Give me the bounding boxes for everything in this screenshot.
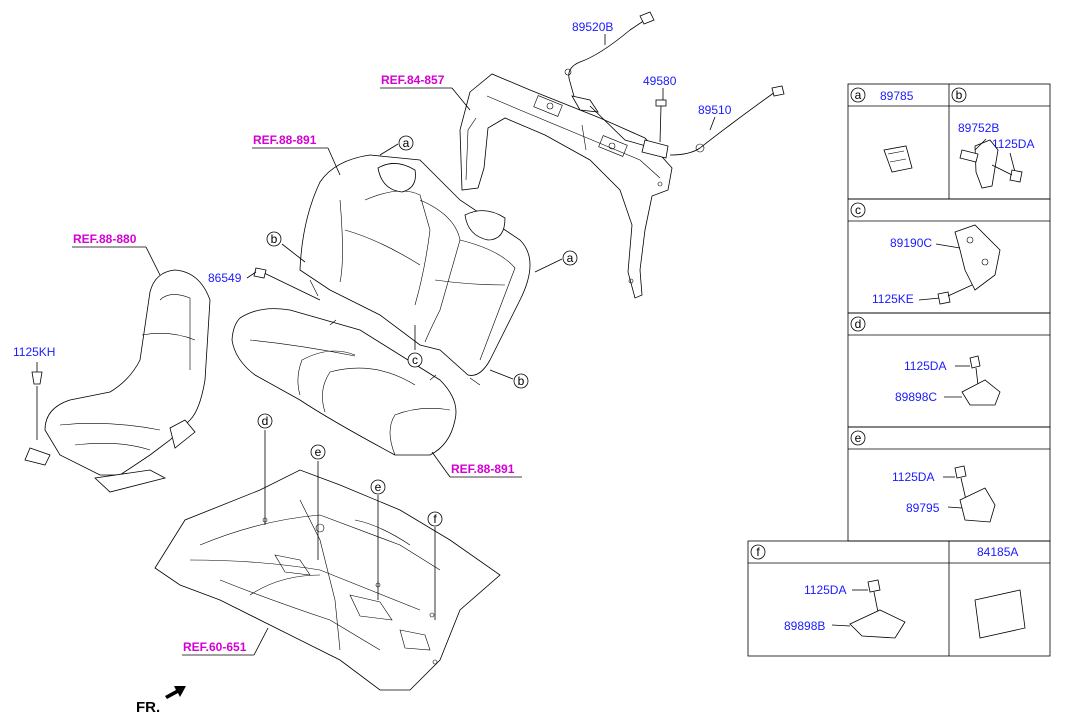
cell-g-pad <box>974 589 1026 639</box>
svg-text:f: f <box>756 545 760 559</box>
rear-seat-cushion <box>231 308 457 456</box>
label-89510: 89510 <box>698 103 732 117</box>
table-c-part1: 89190C <box>890 236 932 250</box>
cell-f-bracket <box>831 579 906 639</box>
svg-text:d: d <box>262 414 269 428</box>
table-letter-f: f <box>750 544 766 560</box>
table-d-part2: 89898C <box>895 390 937 404</box>
cell-d-bracket <box>944 355 1001 406</box>
table-letter-b: b <box>951 87 967 103</box>
svg-text:b: b <box>518 374 525 388</box>
ref-rear-cushion: REF.88-891 <box>451 462 515 476</box>
callout-b-left: b <box>266 231 282 247</box>
label-1125kh: 1125KH <box>13 345 55 359</box>
svg-text:b: b <box>271 232 278 246</box>
svg-text:f: f <box>433 512 437 526</box>
svg-text:e: e <box>315 445 322 459</box>
svg-text:e: e <box>375 480 382 494</box>
ref-floor: REF.60-651 <box>183 640 247 654</box>
table-f-part1: 1125DA <box>804 583 846 597</box>
svg-text:d: d <box>855 317 862 331</box>
table-b-part2: 1125DA <box>992 137 1034 151</box>
table-letter-a: a <box>850 87 866 103</box>
svg-text:c: c <box>412 353 418 367</box>
rear-seat-back <box>299 154 531 386</box>
callout-d: d <box>257 413 273 429</box>
ref-rear-back: REF.88-891 <box>253 133 317 147</box>
callout-e-right: e <box>370 479 386 495</box>
callout-a-back: a <box>398 135 414 151</box>
clip-49580 <box>655 99 667 143</box>
svg-text:FR.: FR. <box>136 699 160 716</box>
label-86549: 86549 <box>208 271 242 285</box>
callout-f: f <box>427 511 443 527</box>
svg-text:e: e <box>855 431 862 445</box>
svg-text:a: a <box>403 136 410 150</box>
ref-rear-panel: REF.84-857 <box>381 73 445 87</box>
table-letter-e: e <box>850 430 866 446</box>
table-letter-d: d <box>850 316 866 332</box>
svg-text:b: b <box>956 88 963 102</box>
floor-panel <box>154 469 501 691</box>
callout-b-right: b <box>513 373 529 389</box>
cell-a-clip <box>883 145 913 173</box>
table-e-part2: 89795 <box>906 501 940 515</box>
table-letter-c: c <box>850 202 866 218</box>
cell-c-bracket <box>918 224 1001 305</box>
leader-lines <box>72 34 716 656</box>
bolt-1125kh <box>31 362 43 440</box>
callout-a-right: a <box>562 250 578 266</box>
bolt-86549 <box>253 267 321 301</box>
table-g-part: 84185A <box>977 545 1018 559</box>
callout-e-left: e <box>310 444 326 460</box>
cell-e-bracket <box>943 465 996 523</box>
table-b-part1: 89752B <box>958 121 999 135</box>
front-seat <box>24 269 211 493</box>
callout-c: c <box>407 352 423 368</box>
harness-89510 <box>641 85 785 159</box>
table-c-part2: 1125KE <box>872 292 914 306</box>
table-d-part1: 1125DA <box>904 359 946 373</box>
svg-text:c: c <box>855 203 861 217</box>
svg-text:a: a <box>567 251 574 265</box>
parts-table <box>747 83 1051 657</box>
cell-b-bracket <box>959 138 1023 189</box>
svg-text:a: a <box>855 88 862 102</box>
table-f-part2: 89898B <box>784 619 825 633</box>
front-indicator: FR. <box>136 686 186 716</box>
label-49580: 49580 <box>643 74 677 88</box>
rear-panel <box>459 73 673 299</box>
table-a-part: 89785 <box>880 89 914 103</box>
table-e-part1: 1125DA <box>892 470 934 484</box>
ref-front-seat: REF.88-880 <box>73 232 137 246</box>
label-89520b: 89520B <box>572 20 613 34</box>
